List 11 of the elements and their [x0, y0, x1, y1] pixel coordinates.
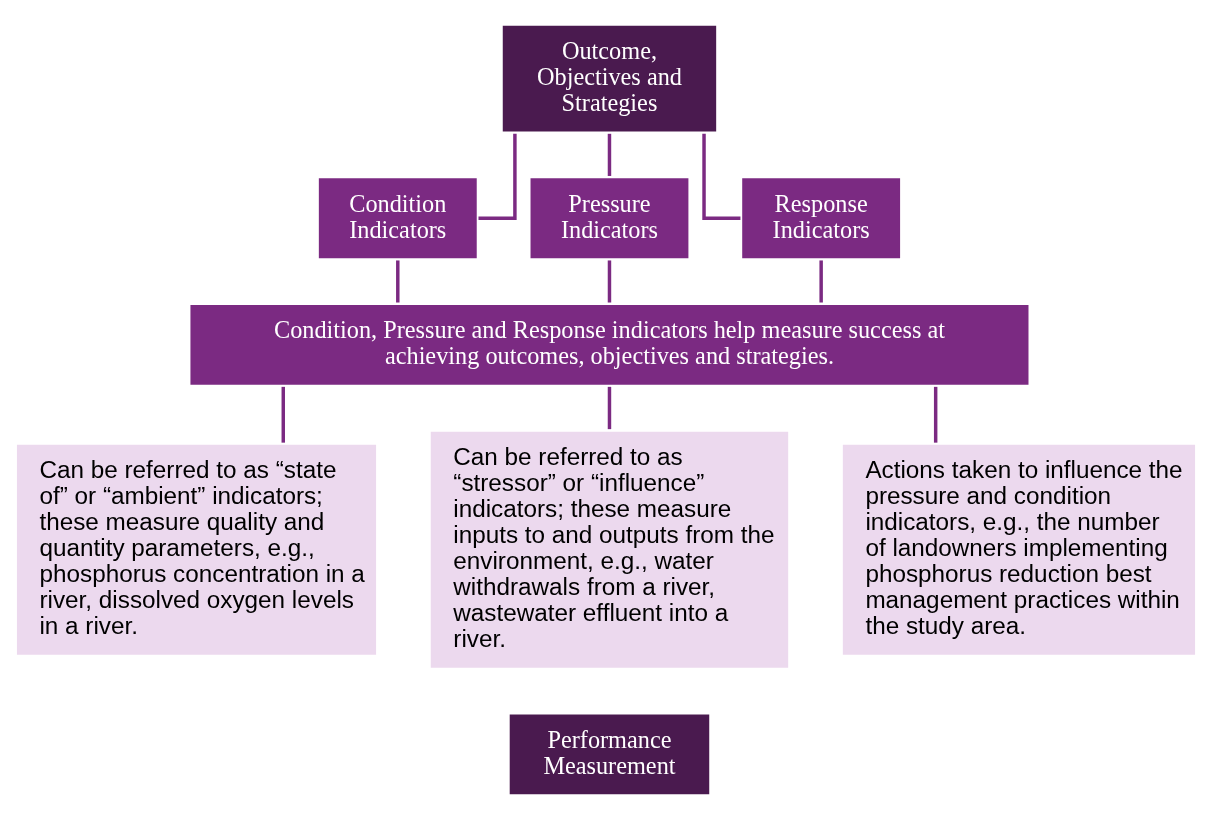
connector: [819, 260, 823, 303]
connector: [607, 386, 612, 430]
connector: [478, 133, 517, 220]
connector: [933, 386, 938, 443]
connector: [607, 260, 612, 303]
connector: [396, 260, 400, 303]
connector: [281, 386, 285, 443]
node-box: Outcome, Objectives and Strategies: [499, 22, 720, 135]
node-box: Performance Measurement: [506, 711, 713, 798]
connector: [607, 133, 612, 176]
connector: [702, 133, 741, 220]
